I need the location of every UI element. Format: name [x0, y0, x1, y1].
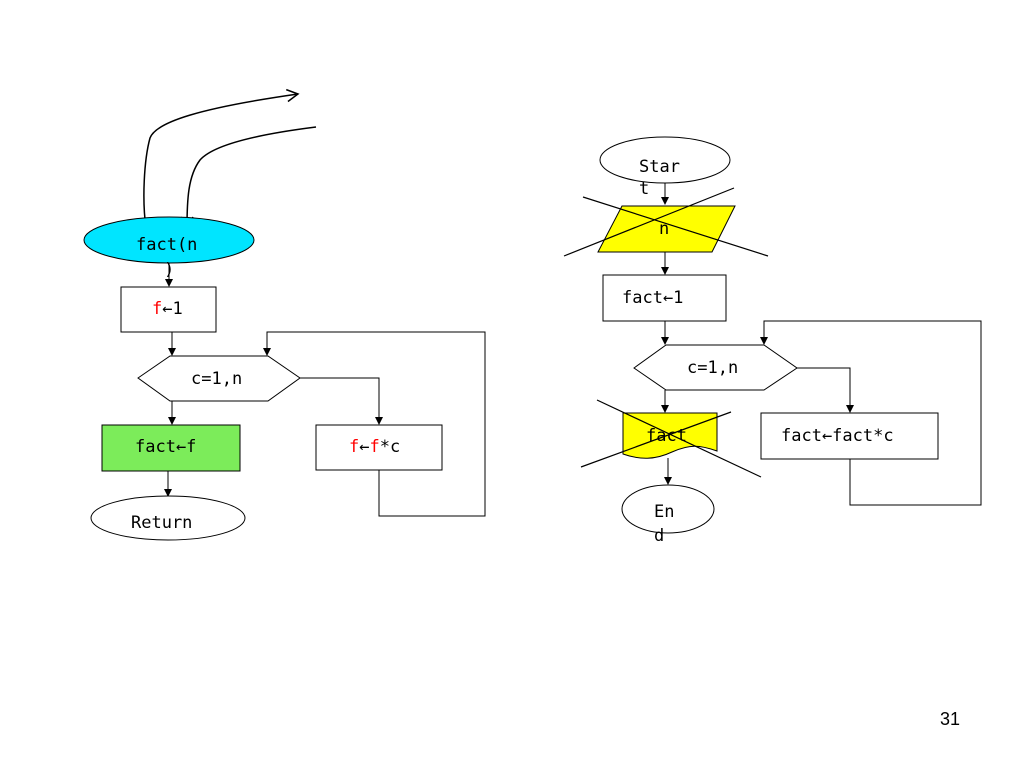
init-process-box: [602, 274, 727, 322]
loop-label: c=1,n: [191, 369, 242, 389]
output-document-shape: [622, 412, 718, 459]
init-process-label: fact←1: [622, 288, 683, 308]
body-process-label: f←f*c: [349, 437, 400, 457]
cross-out-line: [563, 187, 735, 257]
start-label-wrap: t: [639, 179, 649, 199]
start-label: Star: [639, 157, 680, 177]
end-ellipse: [621, 484, 715, 534]
result-process-box: [101, 424, 241, 472]
loop-body-connector: [797, 367, 854, 413]
loop-back-connector: [760, 320, 982, 506]
input-label: n: [659, 219, 669, 239]
cross-out-line: [596, 399, 762, 478]
end-label-wrap: d: [654, 526, 664, 546]
cross-out-line: [580, 411, 732, 468]
function-entry-label: fact(n: [136, 235, 197, 255]
body-process-label: fact←fact*c: [781, 426, 894, 446]
init-process-label: f←1: [152, 299, 183, 319]
input-parallelogram: [597, 205, 736, 253]
call-curve: [143, 88, 300, 229]
right-flowchart: Star t n fact←1 c=1,n fact fact←fact*c E: [563, 136, 982, 546]
init-process-box: [120, 286, 217, 333]
page-number: 31: [940, 709, 960, 729]
body-process-box: [760, 412, 939, 460]
result-process-label: fact←f: [135, 437, 196, 457]
return-label: Return: [131, 513, 192, 533]
return-ellipse: [90, 495, 246, 541]
return-curve: [180, 126, 317, 230]
loop-back-connector: [263, 331, 486, 517]
loop-label: c=1,n: [687, 358, 738, 378]
cross-out-line: [582, 196, 769, 257]
loop-body-connector: [300, 377, 383, 425]
left-flowchart: fact(n ) f←1 c=1,n fact←f f←f*c Return: [83, 88, 486, 541]
end-label: En: [654, 502, 674, 522]
